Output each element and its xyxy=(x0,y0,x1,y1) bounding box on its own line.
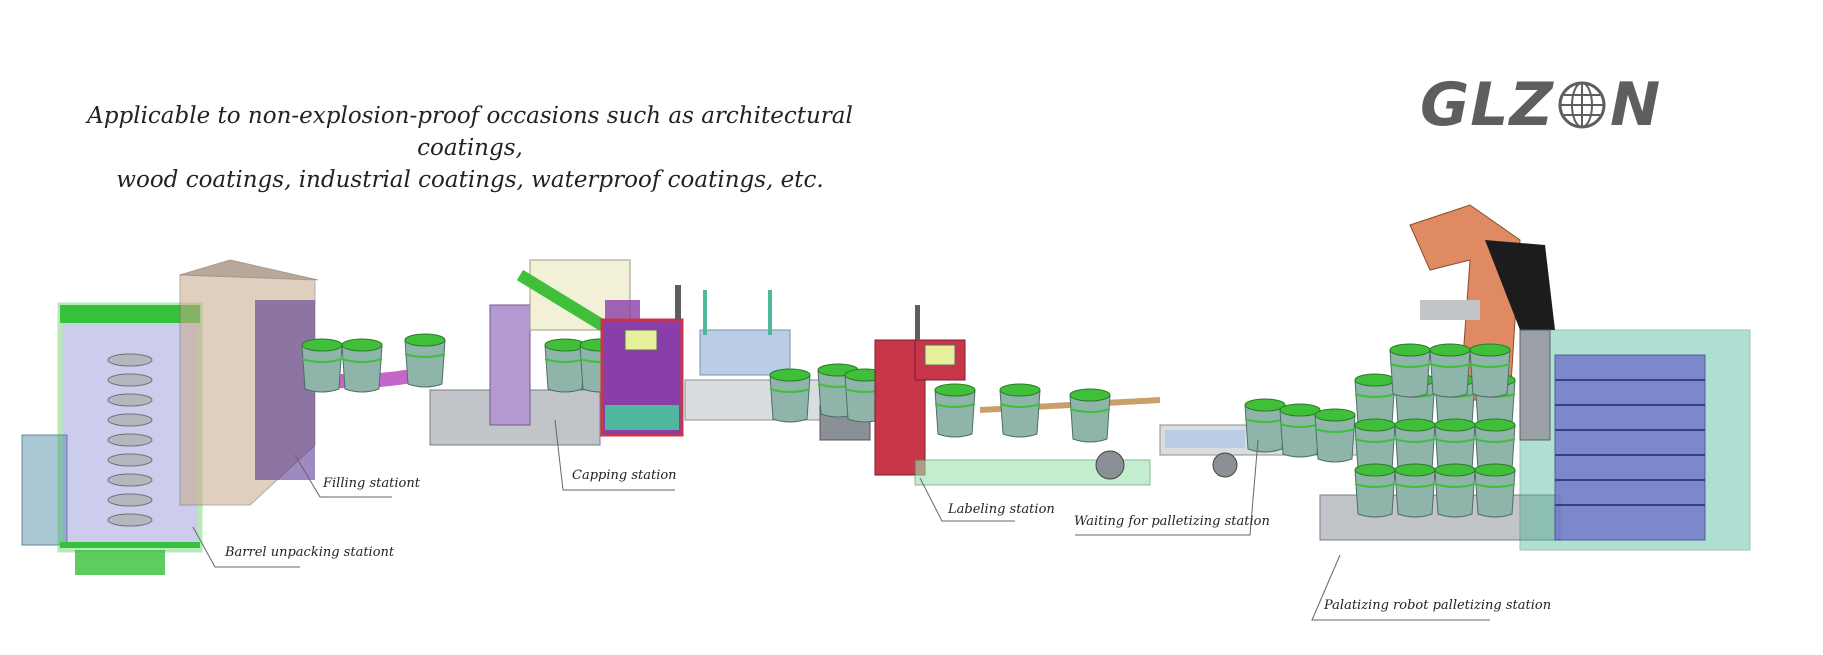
headline: Applicable to non-explosion-proof occasi… xyxy=(40,100,900,196)
labeling-machine xyxy=(874,305,1161,486)
label-filling-station: Filling stationt xyxy=(323,476,420,491)
label-barrel-unpacking-station: Barrel unpacking stationt xyxy=(225,545,395,560)
control-cabinet xyxy=(600,285,684,437)
globe-icon xyxy=(1558,81,1606,129)
logo-text-right: N xyxy=(1610,70,1662,140)
barrel-unpacking-machine xyxy=(21,302,203,575)
logo-text-left: GLZ xyxy=(1420,70,1554,140)
glzon-logo: GLZ N xyxy=(1420,70,1661,140)
label-robot-station: Palatizing robot palletizing station xyxy=(1324,598,1552,613)
bucket-stack xyxy=(1354,343,1516,518)
label-capping-station: Capping station xyxy=(572,468,677,483)
label-labeling-station: Labeling station xyxy=(948,502,1055,517)
leader-lines xyxy=(192,419,1490,621)
headline-line-1: Applicable to non-explosion-proof occasi… xyxy=(87,103,853,161)
label-waiting-station: Waiting for palletizing station xyxy=(1074,514,1270,529)
headline-line-2: wood coatings, industrial coatings, wate… xyxy=(116,167,824,193)
